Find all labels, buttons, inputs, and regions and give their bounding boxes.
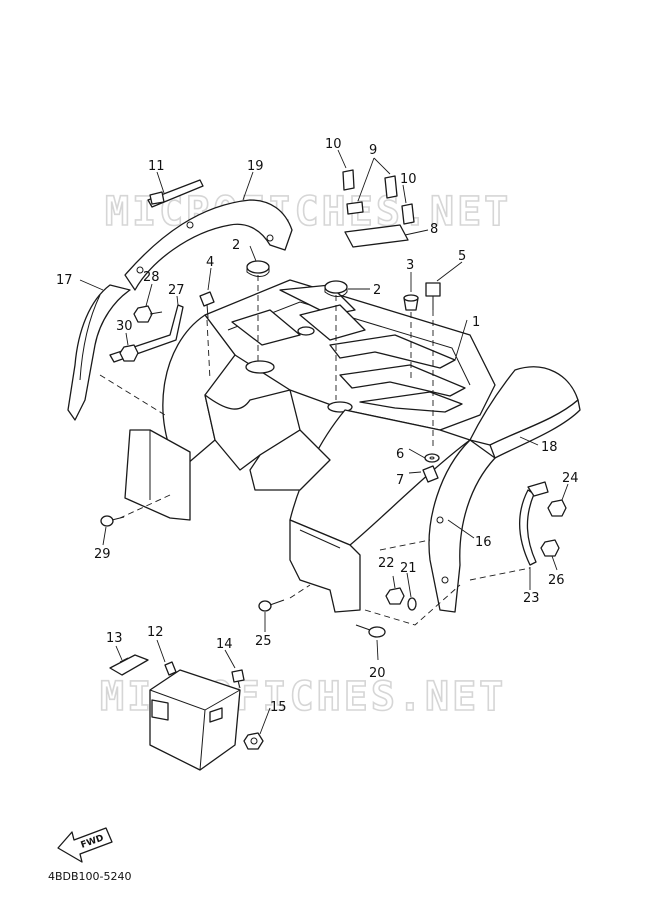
callout-17: 17 — [56, 273, 73, 288]
callout-8: 8 — [430, 222, 438, 237]
cap-left — [246, 260, 270, 277]
leader-lines — [79, 149, 569, 735]
bolt-20 — [355, 624, 386, 638]
callout-3: 3 — [406, 258, 414, 273]
callout-5: 5 — [458, 249, 466, 264]
callout-27: 27 — [168, 283, 185, 298]
nut-26 — [540, 539, 560, 557]
callout-14: 14 — [216, 637, 233, 652]
callout-13: 13 — [106, 631, 123, 646]
right-molding — [428, 439, 496, 613]
pad-10b — [401, 203, 415, 225]
collar-6 — [424, 453, 440, 463]
callout-30: 30 — [116, 319, 133, 334]
callout-9: 9 — [369, 143, 377, 158]
left-flare — [67, 284, 131, 421]
callout-19: 19 — [247, 159, 264, 174]
callout-20: 20 — [369, 666, 386, 681]
tool-box — [149, 661, 241, 771]
bolt-25 — [258, 599, 285, 612]
bracket-right — [518, 481, 549, 566]
nut-22 — [385, 587, 405, 605]
diagram-code: 4BDB100-5240 — [48, 870, 132, 883]
callout-6: 6 — [396, 447, 404, 462]
callout-10b: 10 — [400, 172, 417, 187]
bolt-14 — [231, 669, 245, 689]
bolt-5 — [425, 282, 441, 310]
right-flare — [469, 366, 581, 459]
pad-9a — [346, 201, 364, 215]
nut-30 — [119, 344, 139, 362]
cap-right — [324, 280, 348, 297]
callout-10a: 10 — [325, 137, 342, 152]
callout-28: 28 — [143, 270, 160, 285]
rear-fender — [124, 279, 496, 613]
collar-7 — [422, 465, 439, 483]
callout-22: 22 — [378, 556, 395, 571]
forward-arrow-icon: FWD — [57, 827, 113, 863]
bolt-29 — [100, 515, 125, 527]
sheet — [344, 224, 409, 248]
callout-4: 4 — [206, 255, 214, 270]
bracket-left — [109, 304, 184, 363]
callout-1: 1 — [472, 315, 480, 330]
bolt-24 — [547, 499, 567, 517]
bolt-28 — [133, 305, 163, 323]
assembly-lines — [99, 275, 531, 626]
callout-15: 15 — [270, 700, 287, 715]
band — [147, 179, 204, 208]
callout-21: 21 — [400, 561, 417, 576]
callout-26: 26 — [548, 573, 565, 588]
callout-2b: 2 — [373, 283, 381, 298]
callout-23: 23 — [523, 591, 540, 606]
left-molding — [124, 199, 293, 291]
damper — [403, 294, 419, 311]
box-bracket — [109, 654, 149, 676]
pad-9b — [384, 175, 398, 199]
callout-24: 24 — [562, 471, 579, 486]
washer-21 — [407, 597, 417, 611]
callout-7: 7 — [396, 473, 404, 488]
callout-16: 16 — [475, 535, 492, 550]
callout-29: 29 — [94, 547, 111, 562]
bolt-4 — [199, 291, 215, 319]
pad-10a — [342, 169, 355, 191]
callout-25: 25 — [255, 634, 272, 649]
callout-12: 12 — [147, 625, 164, 640]
callout-11: 11 — [148, 159, 165, 174]
callout-labels: 1 2 2 3 4 5 6 7 8 9 10 10 11 12 13 14 15… — [56, 137, 579, 715]
nut-15 — [243, 732, 264, 750]
callout-18: 18 — [541, 440, 558, 455]
callout-2a: 2 — [232, 238, 240, 253]
